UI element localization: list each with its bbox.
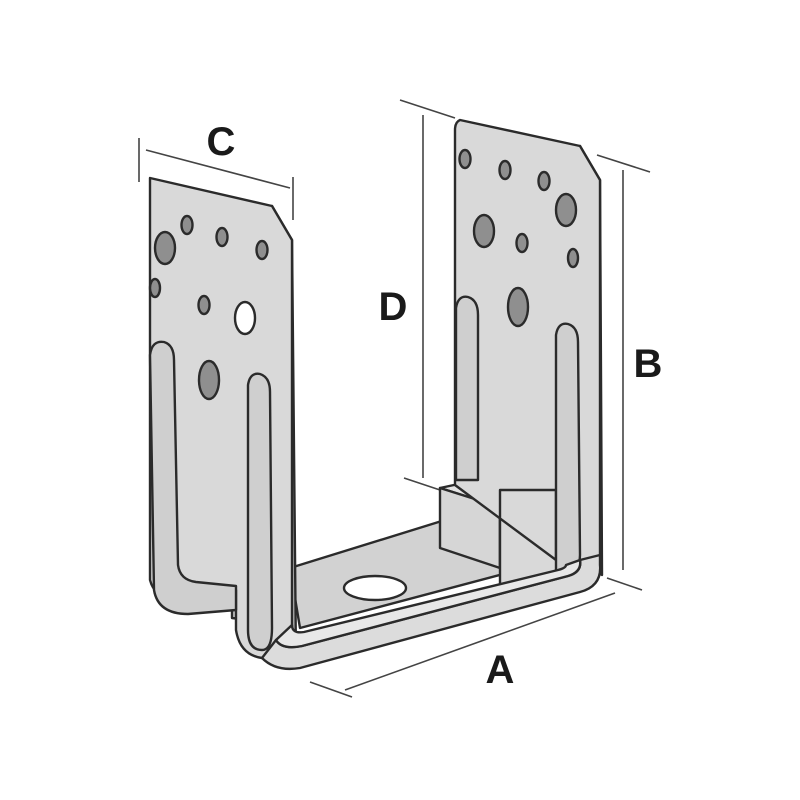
left-hole-5: [197, 294, 211, 316]
front-strap-inner: [274, 558, 582, 649]
left-plate-rib: [148, 340, 238, 616]
right-plate-rib-right: [554, 322, 582, 574]
left-hole-2: [215, 226, 229, 248]
base-hole: [342, 574, 408, 602]
left-plate: [148, 176, 298, 662]
label-a: A: [486, 648, 515, 692]
right-hole-1: [458, 148, 472, 170]
left-hole-1: [180, 214, 194, 236]
right-hole-5: [566, 247, 580, 269]
left-hole-3: [255, 239, 269, 261]
right-hole-3: [537, 170, 551, 192]
left-hole-large-2: [233, 300, 257, 336]
dimension-b-ext-bottom: [606, 577, 643, 591]
left-hole-large-3: [197, 359, 221, 401]
label-c: C: [207, 120, 236, 164]
dimension-b-ext-top: [596, 154, 651, 173]
right-hole-4: [515, 232, 529, 254]
dimension-d-ext-bottom: [403, 477, 441, 491]
dimension-a-line: [344, 592, 616, 691]
dimension-lines: [138, 99, 651, 698]
left-hole-large-1: [153, 230, 177, 266]
front-u-strap: [260, 553, 602, 671]
left-hole-4: [148, 277, 162, 299]
label-b: B: [634, 342, 663, 386]
dimension-d-ext-top: [399, 99, 456, 119]
dimension-c-line: [145, 149, 291, 189]
right-plate-rib-left: [454, 295, 480, 482]
right-hole-large-1: [554, 192, 578, 228]
left-plate-rib-right: [246, 372, 274, 652]
right-hole-2: [498, 159, 512, 181]
right-hole-large-3: [506, 286, 530, 328]
right-hole-large-2: [472, 213, 496, 249]
label-d: D: [379, 285, 408, 329]
dimension-a-ext-left: [309, 681, 353, 698]
